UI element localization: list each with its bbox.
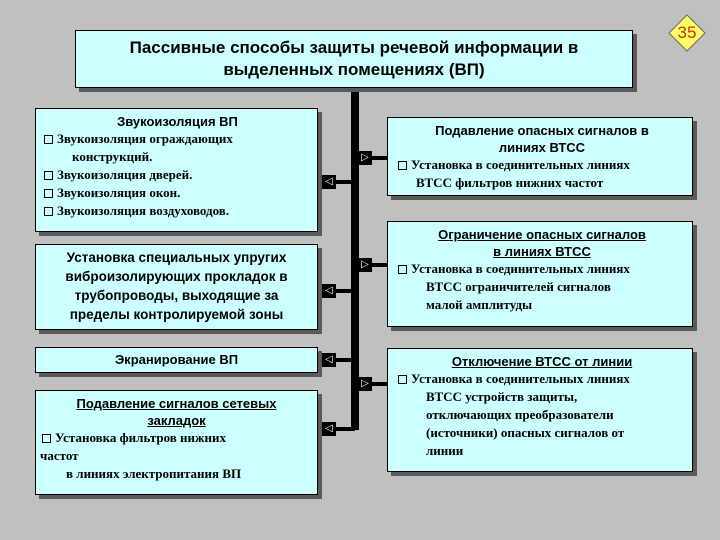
- shielding-box: Экранирование ВП: [35, 347, 318, 373]
- arrow-right-icon: ▷: [358, 151, 372, 165]
- box-title: Ограничение опасных сигналов: [438, 227, 646, 242]
- list-item: Установка в соединительных линиях: [396, 370, 688, 388]
- connector-line: [318, 289, 355, 293]
- slide-number-badge: 35: [668, 14, 706, 52]
- arrow-right-icon: ▷: [358, 377, 372, 391]
- list-item-continuation: ВТСС фильтров нижних частот: [416, 175, 604, 190]
- list-item-continuation: ВТСС устройств защиты,: [426, 389, 578, 404]
- diagram-title: Пассивные способы защиты речевой информа…: [75, 30, 633, 88]
- checkbox-square-icon: [44, 207, 53, 216]
- box-title: Подавление сигналов сетевых: [76, 396, 277, 411]
- box-title: закладок: [147, 413, 206, 428]
- network-bugs-suppression-box: Подавление сигналов сетевых закладок Уст…: [35, 390, 318, 495]
- list-item: Звукоизоляция воздуховодов.: [42, 202, 313, 220]
- box-title: в линиях ВТСС: [493, 244, 591, 259]
- connector-line: [318, 180, 355, 184]
- arrow-left-icon: ◁: [322, 284, 336, 298]
- list-item-continuation: малой амплитуды: [426, 297, 533, 312]
- box-title: Звукоизоляция ВП: [117, 114, 238, 129]
- list-item-continuation: линии: [426, 443, 464, 458]
- soundproofing-box: Звукоизоляция ВП Звукоизоляция ограждающ…: [35, 108, 318, 232]
- box-text-line: трубопроводы, выходящие за: [74, 288, 279, 303]
- title-line: выделенных помещениях (ВП): [223, 60, 485, 79]
- title-line: Пассивные способы защиты речевой информа…: [129, 38, 579, 57]
- line-disconnection-box: Отключение ВТСС от линии Установка в сое…: [387, 348, 693, 472]
- list-item-continuation: конструкций.: [72, 149, 153, 164]
- list-item-continuation: отключающих преобразователи: [426, 407, 614, 422]
- box-text-line: Установка специальных упругих: [66, 250, 287, 265]
- arrow-left-icon: ◁: [322, 353, 336, 367]
- vibration-gaskets-box: Установка специальных упругих виброизоли…: [35, 244, 318, 330]
- list-item-continuation: в линиях электропитания ВП: [66, 466, 242, 481]
- list-item: Звукоизоляция дверей.: [42, 166, 313, 184]
- diamond-badge-icon: [668, 14, 706, 52]
- checkbox-square-icon: [44, 171, 53, 180]
- list-item: Установка в соединительных линиях: [396, 156, 688, 174]
- list-item: Установка фильтров нижних: [40, 429, 313, 447]
- list-item-continuation: частот: [40, 448, 79, 463]
- checkbox-square-icon: [398, 375, 407, 384]
- connector-line: [318, 427, 355, 431]
- box-title: Экранирование ВП: [114, 352, 239, 367]
- signal-suppression-box: Подавление опасных сигналов в линиях ВТС…: [387, 117, 693, 196]
- list-item: Установка в соединительных линиях: [396, 260, 688, 278]
- box-text-line: пределы контролируемой зоны: [69, 307, 284, 322]
- box-title: Отключение ВТСС от линии: [451, 354, 633, 369]
- slide-number: 35: [677, 23, 697, 42]
- arrow-right-icon: ▷: [358, 258, 372, 272]
- checkbox-square-icon: [398, 161, 407, 170]
- list-item: Звукоизоляция ограждающих: [42, 130, 313, 148]
- signal-limiting-box: Ограничение опасных сигналов в линиях ВТ…: [387, 221, 693, 327]
- connector-line: [318, 358, 355, 362]
- list-item: Звукоизоляция окон.: [42, 184, 313, 202]
- checkbox-square-icon: [42, 434, 51, 443]
- list-item-continuation: (источники) опасных сигналов от: [426, 425, 625, 440]
- checkbox-square-icon: [44, 135, 53, 144]
- checkbox-square-icon: [44, 189, 53, 198]
- arrow-left-icon: ◁: [322, 175, 336, 189]
- box-title: Подавление опасных сигналов в: [435, 123, 649, 138]
- arrow-left-icon: ◁: [322, 422, 336, 436]
- list-item-continuation: ВТСС ограничителей сигналов: [426, 279, 611, 294]
- box-text-line: виброизолирующих прокладок в: [65, 269, 288, 284]
- checkbox-square-icon: [398, 265, 407, 274]
- connector-spine: [351, 88, 359, 430]
- box-title: линиях ВТСС: [498, 140, 586, 155]
